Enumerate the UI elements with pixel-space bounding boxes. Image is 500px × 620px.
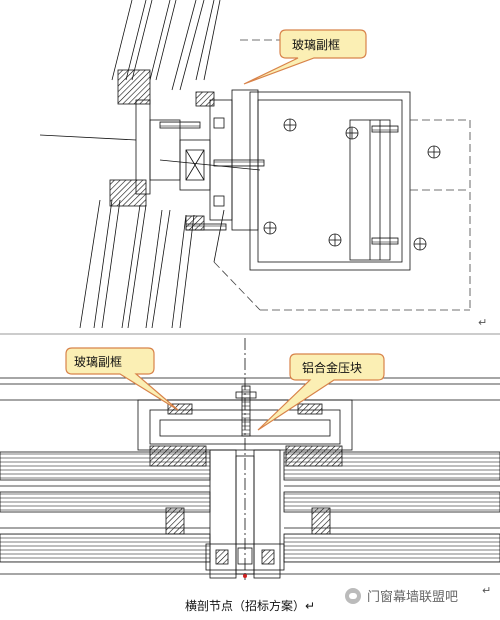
- callout-bottom-glass-subframe: 玻璃副框: [65, 347, 179, 411]
- callout-press-block-label: 铝合金压块: [302, 360, 362, 375]
- callout-bottom-left-label: 玻璃副框: [74, 355, 122, 369]
- top-lower-seal: [109, 179, 147, 207]
- callout-top-label: 玻璃副框: [292, 38, 340, 52]
- callout-aluminum-press-block: 铝合金压块: [257, 353, 385, 431]
- caption-text: 横剖节点（招标方案）: [185, 599, 306, 613]
- steel-beam-section: [249, 91, 411, 271]
- top-upper-seal: [117, 69, 151, 105]
- top-section-detail: [39, 0, 471, 329]
- callout-top-glass-subframe: 玻璃副框: [243, 29, 367, 85]
- top-glass-pane-upper: [111, 0, 221, 91]
- paragraph-mark-top: ↵: [478, 316, 487, 329]
- watermark: 门窗幕墙联盟吧: [345, 586, 458, 605]
- paragraph-mark-bottom: ↵: [482, 584, 491, 597]
- axis-marker: [243, 574, 247, 578]
- bottom-glass-left: [0, 451, 211, 563]
- bottom-section-detail: [0, 338, 500, 580]
- beam-bolt-holes: [263, 118, 441, 251]
- caption-paragraph-mark: ↵: [305, 599, 316, 613]
- dashed-outline: [213, 39, 471, 311]
- watermark-text: 门窗幕墙联盟吧: [367, 590, 459, 605]
- bottom-glass-right: [283, 451, 500, 563]
- figure-caption: 横剖节点（招标方案）↵: [185, 597, 315, 614]
- wechat-icon: [345, 587, 361, 604]
- top-glass-pane-lower: [79, 199, 195, 329]
